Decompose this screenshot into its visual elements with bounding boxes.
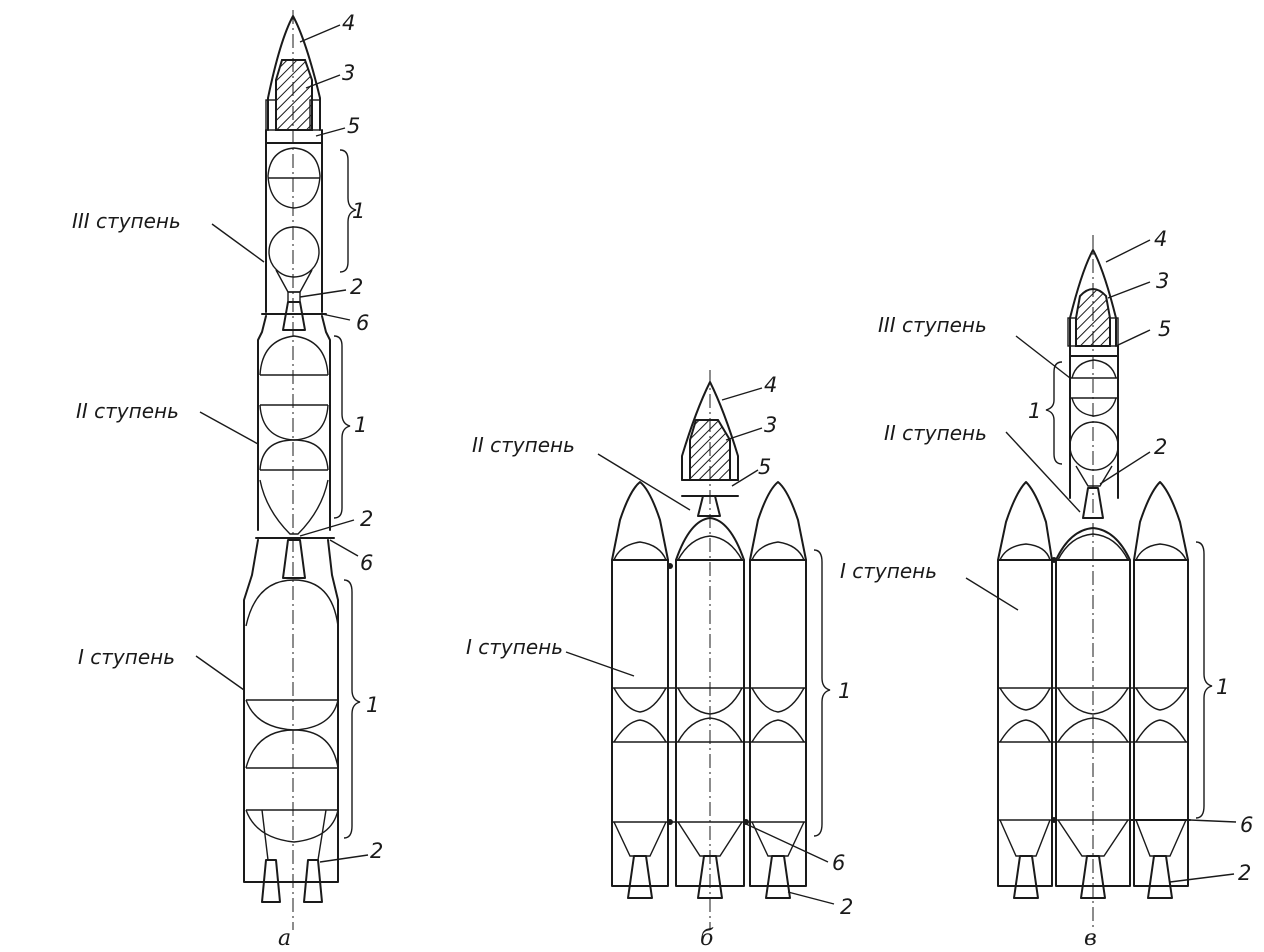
rocket-a-caption: а [278,926,291,951]
rocket-a-stage2-engine [282,539,306,579]
rocket-c-right-booster-nose [1133,481,1189,561]
rocket-a-stage2-body [257,315,331,531]
rocket-a-label-stage1: I ступень [78,645,175,669]
rocket-b-engine-left [627,855,653,899]
rocket-b-payload [689,419,731,481]
rocket-a-num-payload: 3 [342,61,355,85]
rocket-c-num-engine-3: 2 [1154,435,1167,459]
rocket-c-num-engine: 2 [1238,861,1251,885]
rocket-a-label-stage2: II ступень [76,399,179,423]
rocket-c-engine-left [1013,855,1039,899]
rocket-c-label-stage2: II ступень [884,421,987,445]
rocket-a-stage3-engine [282,301,306,331]
rocket-a-stage3-tank1 [267,147,321,209]
rocket-b-engine-right [765,855,791,899]
rocket-c-num-ring: 6 [1240,813,1253,837]
rocket-a-stage1-engine-right [303,859,323,903]
rocket-a-payload [275,59,313,131]
rocket-c-num-adapter: 5 [1158,317,1171,341]
rocket-b-label-stage1: I ступень [466,635,563,659]
rocket-a-num-tanks-1: 1 [366,693,379,717]
rocket-c-engine-core [1080,855,1106,899]
rocket-b-core-top [675,517,745,561]
rocket-b: 4 3 5 1 6 2 II ступень I ступень б [466,370,853,951]
rocket-b-num-payload: 3 [764,413,777,437]
rocket-b-engine-core [697,855,723,899]
rocket-a-num-ring-2: 6 [360,551,373,575]
rocket-a-num-engine-2: 2 [360,507,373,531]
rocket-c-fairing [1069,249,1117,347]
rocket-c-left-booster [997,559,1053,887]
rocket-c: 4 3 5 1 2 1 6 2 III ступень II ступень I… [840,227,1253,951]
rocket-a-stage1-engine-left [261,859,281,903]
rocket-b-right-booster [749,559,807,887]
rocket-b-left-booster-nose [611,481,669,561]
rocket-a-fairing [267,15,321,131]
rocket-b-label-stage2: II ступень [472,433,575,457]
rocket-c-num-fairing: 4 [1154,227,1167,251]
rocket-a-num-engine-1: 2 [370,839,383,863]
rocket-c-stage3-engine [1082,487,1104,519]
rocket-b-num-tanks: 1 [838,679,851,703]
rocket-c-label-stage1: I ступень [840,559,937,583]
rocket-c-num-tanks-3: 1 [1028,399,1041,423]
rocket-b-num-fairing: 4 [764,373,777,397]
rocket-a-num-ring-1: 6 [356,311,369,335]
rocket-b-fairing [681,381,739,481]
rocket-a: III ступень II ступень I ступень 4 3 5 1… [72,10,383,951]
rocket-b-core [675,559,745,887]
rocket-c-engine-right [1147,855,1173,899]
rocket-a-stage1-body [243,539,339,883]
rocket-b-left-booster [611,559,669,887]
rocket-a-num-engine-3: 2 [350,275,363,299]
rocket-b-caption: б [700,926,714,951]
rocket-a-stage3-tank2 [268,226,320,278]
rocket-a-num-fairing: 4 [342,11,355,35]
rocket-a-num-tanks-2: 1 [354,413,367,437]
rocket-b-stage2-engine [697,495,721,517]
rocket-c-right-booster [1133,559,1189,887]
rocket-c-caption: в [1084,926,1097,951]
rocket-a-label-stage3: III ступень [72,209,181,233]
rocket-a-num-tanks-3: 1 [352,199,365,223]
rocket-c-left-booster-nose [997,481,1053,561]
rocket-b-num-engine: 2 [840,895,853,919]
rocket-a-stage3-body [265,129,323,313]
rocket-b-num-ring: 6 [832,851,845,875]
rocket-b-right-booster-nose [749,481,807,561]
rocket-a-num-adapter: 5 [347,114,360,138]
rocket-c-payload [1075,288,1111,347]
rocket-c-label-stage3: III ступень [878,313,987,337]
rocket-c-num-payload: 3 [1156,269,1169,293]
rocket-c-core-top [1055,527,1131,561]
rocket-b-num-adapter: 5 [758,455,771,479]
rocket-c-num-tanks-1: 1 [1216,675,1229,699]
rocket-c-core [1055,559,1131,887]
